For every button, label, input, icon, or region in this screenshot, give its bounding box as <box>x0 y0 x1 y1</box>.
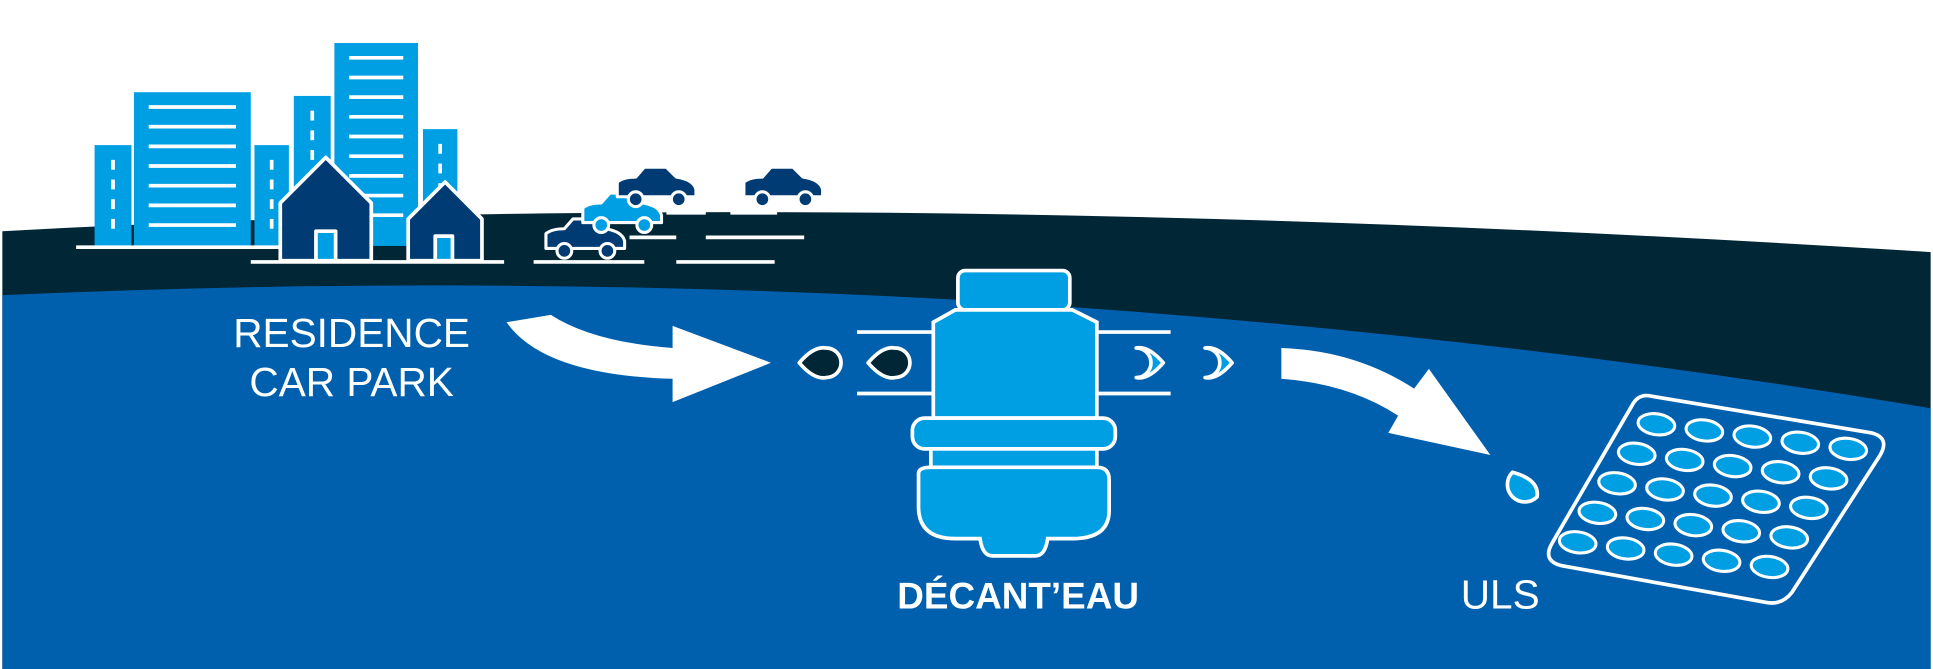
car-wheel <box>598 241 617 260</box>
flow-arrow-icon <box>1281 348 1491 456</box>
separator-tank-icon <box>857 268 1171 558</box>
infiltration-cell <box>1693 483 1733 508</box>
buildings-icon <box>94 43 458 246</box>
infiltration-cell <box>1780 430 1821 455</box>
infiltration-cell <box>1557 530 1598 555</box>
label-residence: RESIDENCE <box>233 310 470 356</box>
water-drop-icon <box>1203 345 1234 380</box>
car <box>742 165 825 199</box>
ground-lines <box>76 210 805 264</box>
infiltration-cell <box>1712 453 1753 479</box>
label-decanteau: DÉCANT’EAU <box>897 576 1139 617</box>
infiltration-cell <box>1616 441 1657 466</box>
car <box>615 165 698 199</box>
car-wheel <box>626 190 645 209</box>
infiltration-cell <box>1653 542 1694 567</box>
infiltration-cell <box>1577 500 1618 526</box>
infiltration-cell <box>1749 554 1790 580</box>
water-drop-icon <box>797 345 843 380</box>
infiltration-cell <box>1684 418 1725 443</box>
infiltration-cell <box>1789 495 1829 521</box>
infiltration-cell <box>1721 519 1762 544</box>
infiltration-cell <box>1769 525 1810 550</box>
car-wheel <box>796 190 815 209</box>
infiltration-cell <box>1828 436 1869 462</box>
infiltration-cell <box>1664 447 1705 473</box>
infiltration-cell <box>1760 460 1801 485</box>
infiltration-cell <box>1701 548 1742 573</box>
label-uls: ULS <box>1461 572 1540 618</box>
houses-icon <box>278 155 484 263</box>
infiltration-cell <box>1605 536 1646 561</box>
infiltration-cell <box>1636 412 1677 437</box>
infiltration-cell <box>1597 471 1637 496</box>
infiltration-cell <box>1645 477 1685 502</box>
water-drop-icon <box>866 345 912 380</box>
infiltration-cell <box>1808 466 1849 491</box>
infiltration-grid-icon <box>1546 393 1886 605</box>
water-drop-icon <box>1134 345 1166 380</box>
water-drop-icon <box>1505 470 1540 504</box>
building <box>133 92 251 246</box>
car-wheel <box>753 190 772 209</box>
flow-arrow-icon <box>506 314 771 403</box>
car-wheel <box>555 241 574 260</box>
car-wheel <box>635 216 654 234</box>
car-wheel <box>592 216 611 234</box>
infiltration-cell <box>1732 424 1773 449</box>
cars-icon <box>544 165 825 260</box>
infiltration-cell <box>1673 512 1714 538</box>
infiltration-cell <box>1741 489 1781 514</box>
car-wheel <box>669 190 688 209</box>
infiltration-cell <box>1625 506 1666 532</box>
label-car-park: CAR PARK <box>249 359 453 405</box>
